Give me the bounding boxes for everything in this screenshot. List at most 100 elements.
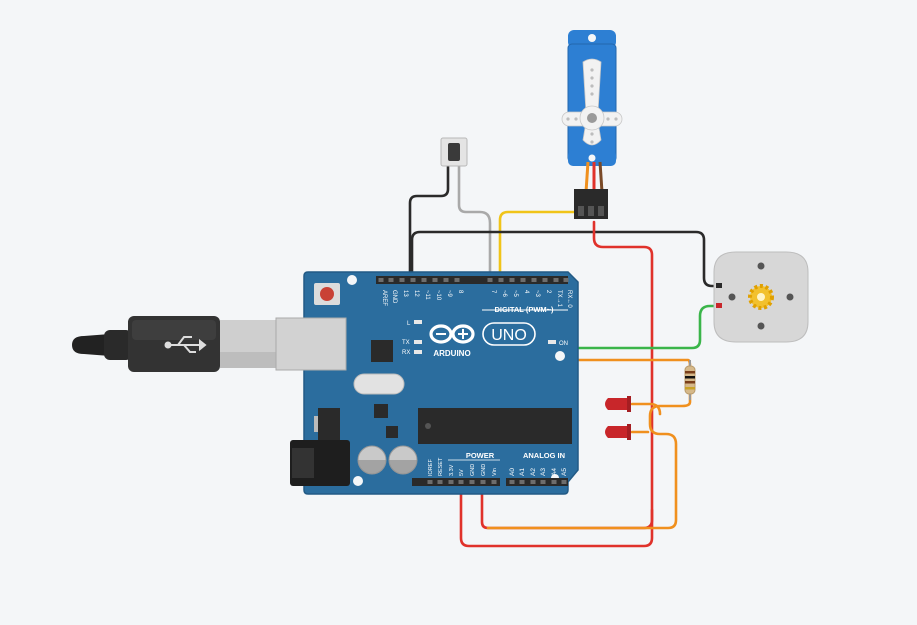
digital-pin-label: ~3 bbox=[534, 290, 540, 298]
mount-hole-bottom-left bbox=[353, 476, 363, 486]
servo-wire-signal bbox=[584, 161, 590, 193]
motor-screw-top bbox=[757, 262, 765, 270]
servo-mount-hole-bottom bbox=[588, 154, 596, 162]
header-pin[interactable] bbox=[530, 480, 536, 484]
header-pin[interactable] bbox=[480, 480, 486, 484]
uno-badge bbox=[482, 322, 536, 346]
header-digital[interactable] bbox=[376, 276, 568, 284]
push-button-cap bbox=[448, 143, 460, 161]
smd-small bbox=[386, 426, 398, 438]
servo-mount-hole-top bbox=[588, 34, 596, 42]
header-pin[interactable] bbox=[427, 480, 433, 484]
usb-cable[interactable] bbox=[72, 316, 276, 372]
header-pin[interactable] bbox=[542, 278, 548, 282]
header-pin[interactable] bbox=[421, 278, 427, 282]
analog-label: ANALOG IN bbox=[523, 451, 565, 460]
header-pin[interactable] bbox=[509, 480, 515, 484]
header-pin[interactable] bbox=[437, 480, 443, 484]
header-pin[interactable] bbox=[487, 278, 493, 282]
resistor-band-4 bbox=[685, 387, 695, 390]
header-pin[interactable] bbox=[399, 278, 405, 282]
wire-resistor-led-orange[interactable] bbox=[486, 392, 692, 530]
motor-screw-left bbox=[728, 293, 736, 301]
digital-label: DIGITAL (PWM~) bbox=[494, 305, 554, 314]
header-pin[interactable] bbox=[520, 278, 526, 282]
motor-terminal-pos[interactable] bbox=[716, 303, 722, 308]
header-pin[interactable] bbox=[432, 278, 438, 282]
wire-servo-power-red[interactable] bbox=[480, 220, 654, 530]
header-pin[interactable] bbox=[378, 278, 384, 282]
power-pin-label: Vin bbox=[492, 468, 498, 476]
servo-connector-pins bbox=[578, 206, 604, 216]
header-pin[interactable] bbox=[540, 480, 546, 484]
header-pin[interactable] bbox=[448, 480, 454, 484]
capacitor-2 bbox=[388, 445, 418, 475]
digital-pin-label: 8 bbox=[457, 290, 463, 294]
wire-5v-red[interactable] bbox=[459, 482, 654, 548]
mount-hole-top bbox=[347, 275, 357, 285]
servo-horn-hub bbox=[587, 113, 597, 123]
servo-horn-holes bbox=[566, 68, 618, 144]
usb-plug-metal-shade bbox=[220, 352, 276, 368]
header-pin[interactable] bbox=[561, 480, 567, 484]
header-pin[interactable] bbox=[410, 278, 416, 282]
capacitor-1 bbox=[357, 445, 387, 475]
header-pin[interactable] bbox=[563, 278, 569, 282]
analog-pin-label: A3 bbox=[540, 468, 547, 476]
servo-wire-ground bbox=[598, 161, 604, 193]
header-pin[interactable] bbox=[469, 480, 475, 484]
brand-label: ARDUINO bbox=[433, 349, 470, 358]
usb-plug-shine bbox=[132, 320, 216, 340]
header-pin[interactable] bbox=[519, 480, 525, 484]
motor-screw-right bbox=[786, 293, 794, 301]
digital-pin-label: ~5 bbox=[512, 290, 518, 298]
header-pin[interactable] bbox=[498, 278, 504, 282]
reset-button[interactable] bbox=[320, 287, 334, 301]
regulator bbox=[318, 408, 340, 440]
header-pin[interactable] bbox=[553, 278, 559, 282]
push-button[interactable] bbox=[440, 137, 468, 167]
header-digital-pins bbox=[378, 278, 569, 282]
dc-motor[interactable] bbox=[713, 251, 809, 343]
usb-symbol-icon bbox=[164, 336, 207, 353]
wire-button-pin7-gray[interactable] bbox=[457, 164, 492, 282]
mount-hole-bottom-right bbox=[555, 351, 565, 361]
power-pin-label: 5V bbox=[459, 469, 465, 476]
header-pin[interactable] bbox=[551, 480, 557, 484]
l-led bbox=[414, 320, 422, 324]
resistor-body bbox=[684, 365, 696, 395]
resistor-band-1 bbox=[685, 371, 695, 374]
crystal-oscillator bbox=[353, 373, 405, 395]
analog-pin-label: A5 bbox=[561, 468, 568, 476]
usb-chip bbox=[371, 340, 393, 362]
power-jack-inner bbox=[292, 448, 314, 478]
header-analog[interactable] bbox=[506, 478, 568, 486]
digital-pin-label: TX→1 bbox=[556, 290, 562, 308]
servo-motor[interactable] bbox=[561, 30, 623, 219]
header-pin[interactable] bbox=[491, 480, 497, 484]
header-pin[interactable] bbox=[509, 278, 515, 282]
header-pin[interactable] bbox=[531, 278, 537, 282]
wire-ground-bus-black[interactable] bbox=[410, 230, 721, 288]
header-pin[interactable] bbox=[458, 480, 464, 484]
digital-pin-label: ~9 bbox=[446, 290, 452, 298]
wire-button-gnd-black[interactable] bbox=[408, 164, 450, 282]
header-pin[interactable] bbox=[454, 278, 460, 282]
wire-servo-signal-yellow[interactable] bbox=[498, 204, 582, 282]
resistor[interactable] bbox=[684, 360, 696, 400]
on-led bbox=[548, 340, 556, 344]
resistor-band-2 bbox=[685, 376, 695, 379]
wire-led-link-orange[interactable] bbox=[630, 402, 662, 416]
power-pin-label: RESET bbox=[438, 457, 444, 476]
led-2[interactable] bbox=[605, 424, 631, 440]
l-label: L bbox=[407, 321, 411, 327]
header-power[interactable] bbox=[412, 478, 500, 486]
header-pin[interactable] bbox=[443, 278, 449, 282]
led-1[interactable] bbox=[605, 396, 631, 412]
motor-terminal-neg[interactable] bbox=[716, 283, 722, 288]
header-pin[interactable] bbox=[388, 278, 394, 282]
